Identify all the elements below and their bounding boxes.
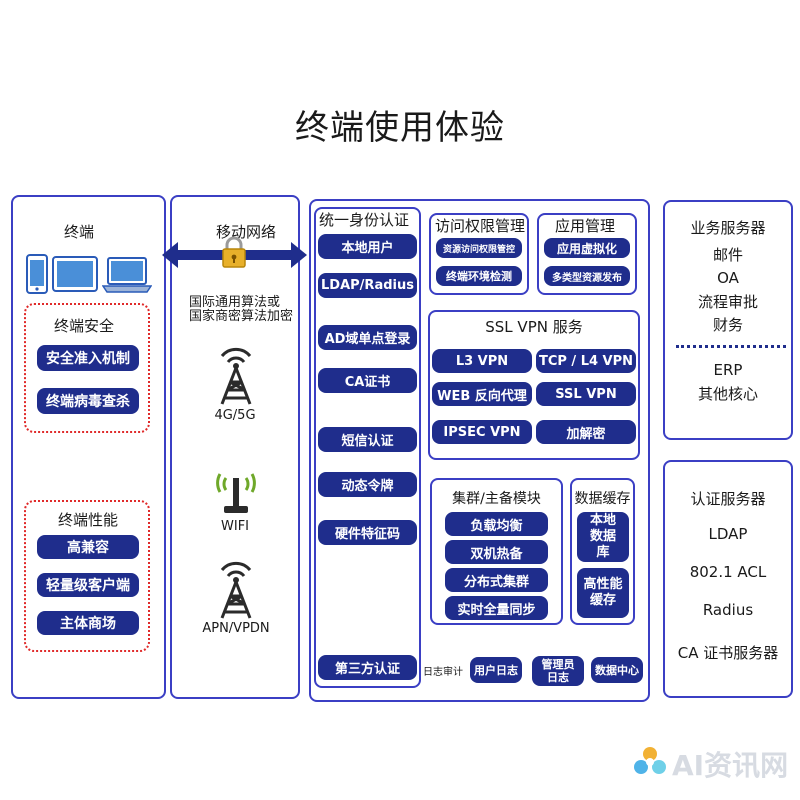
sslvpn-title: SSL VPN 服务 <box>485 318 583 336</box>
cache-panel <box>570 478 635 625</box>
business-other-core: 其他核心 <box>697 385 758 403</box>
sslvpn-panel <box>428 310 640 460</box>
business-finance: 财务 <box>712 316 743 334</box>
algo-line-1: 国际通用算法或 <box>189 295 281 310</box>
auth-ca-cert: CA证书 <box>318 368 417 393</box>
network-wifi: WIFI <box>221 519 249 534</box>
unified-auth-title: 统一身份认证 <box>319 211 410 229</box>
log-audit-label: 日志审计 <box>423 667 463 678</box>
auth-ad-sso: AD域单点登录 <box>318 325 417 350</box>
network-apn: APN/VPDN <box>202 621 270 636</box>
access-env-check: 终端环境检测 <box>436 266 522 286</box>
business-mail: 邮件 <box>712 246 743 264</box>
phone-icon <box>26 254 48 294</box>
access-mgmt-title: 访问权限管理 <box>435 217 526 235</box>
cluster-distributed: 分布式集群 <box>445 568 548 592</box>
cluster-hot-standby: 双机热备 <box>445 540 548 564</box>
business-divider <box>676 345 786 348</box>
cluster-load-balance: 负载均衡 <box>445 512 548 536</box>
app-resource-publish: 多类型资源发布 <box>544 266 630 286</box>
auth-third-party: 第三方认证 <box>318 655 417 680</box>
vpn-tcp-l4: TCP / L4 VPN <box>536 349 636 373</box>
auth-server-radius: Radius <box>702 601 754 619</box>
auth-server-acl: 802.1 ACL <box>689 563 767 581</box>
auth-server-ldap: LDAP <box>708 525 748 543</box>
cache-high-perf: 高性能缓存 <box>577 568 629 618</box>
page-title: 终端使用体验 <box>295 108 505 148</box>
log-admin: 管理员日志 <box>532 656 584 686</box>
cluster-title: 集群/主备模块 <box>452 491 541 507</box>
auth-server-panel <box>663 460 793 698</box>
business-oa: OA <box>717 269 739 287</box>
vpn-ipsec: IPSEC VPN <box>432 420 532 444</box>
app-mgmt-panel <box>537 213 637 295</box>
terminal-security-box <box>24 303 150 433</box>
terminal-performance-box <box>24 500 150 652</box>
watermark-text: AI资讯网 <box>672 749 789 782</box>
auth-server-title: 认证服务器 <box>690 490 766 508</box>
vpn-encryption: 加解密 <box>536 420 636 444</box>
antivirus-pill: 终端病毒查杀 <box>37 388 139 414</box>
auth-local-user: 本地用户 <box>318 234 417 259</box>
auth-server-ca: CA 证书服务器 <box>677 644 779 662</box>
terminal-panel <box>11 195 166 699</box>
watermark-logo-icon <box>630 742 670 782</box>
algo-line-2: 国家商密算法加密 <box>189 309 294 324</box>
terminal-security-title: 终端安全 <box>54 317 115 335</box>
vpn-web-proxy: WEB 反向代理 <box>432 382 532 406</box>
terminal-performance-title: 终端性能 <box>58 511 119 529</box>
business-server-title: 业务服务器 <box>690 219 766 237</box>
terminal-label: 终端 <box>64 223 95 241</box>
auth-hardware-code: 硬件特征码 <box>318 520 417 545</box>
business-approval: 流程审批 <box>697 293 758 311</box>
auth-dynamic-token: 动态令牌 <box>318 472 417 497</box>
cache-high-perf-label: 高性能缓存 <box>583 577 623 608</box>
wifi-tower-icon <box>214 470 258 516</box>
light-client-pill: 轻量级客户端 <box>37 573 139 597</box>
compat-pill: 高兼容 <box>37 535 139 559</box>
mobile-label: 移动网络 <box>216 223 277 241</box>
cache-title: 数据缓存 <box>574 491 631 507</box>
log-data-center: 数据中心 <box>591 657 643 683</box>
access-resource-control: 资源访问权限管控 <box>436 238 522 258</box>
mobile-panel <box>170 195 300 699</box>
business-server-panel <box>663 200 793 440</box>
platform-panel <box>309 199 650 702</box>
auth-ldap-radius: LDAP/Radius <box>318 273 417 298</box>
apn-tower-icon <box>214 560 258 620</box>
security-access-pill: 安全准入机制 <box>37 345 139 371</box>
tablet-icon <box>52 256 98 292</box>
cache-local-db-label: 本地数据库 <box>589 513 616 560</box>
cluster-realtime-sync: 实时全量同步 <box>445 596 548 620</box>
access-mgmt-panel <box>429 213 529 295</box>
cache-local-db: 本地数据库 <box>577 512 629 562</box>
laptop-icon <box>102 256 152 294</box>
cell-tower-icon <box>214 346 258 406</box>
app-virtualization: 应用虚拟化 <box>544 238 630 258</box>
vpn-ssl: SSL VPN <box>536 382 636 406</box>
unified-auth-panel <box>314 207 421 688</box>
app-mgmt-title: 应用管理 <box>555 217 616 235</box>
network-4g5g: 4G/5G <box>214 408 256 423</box>
business-erp: ERP <box>713 361 743 379</box>
vpn-l3: L3 VPN <box>432 349 532 373</box>
main-store-pill: 主体商场 <box>37 611 139 635</box>
log-admin-label: 管理员日志 <box>541 658 575 684</box>
log-user: 用户日志 <box>470 657 522 683</box>
auth-sms: 短信认证 <box>318 427 417 452</box>
lock-icon <box>221 236 247 268</box>
cluster-panel <box>430 478 563 625</box>
